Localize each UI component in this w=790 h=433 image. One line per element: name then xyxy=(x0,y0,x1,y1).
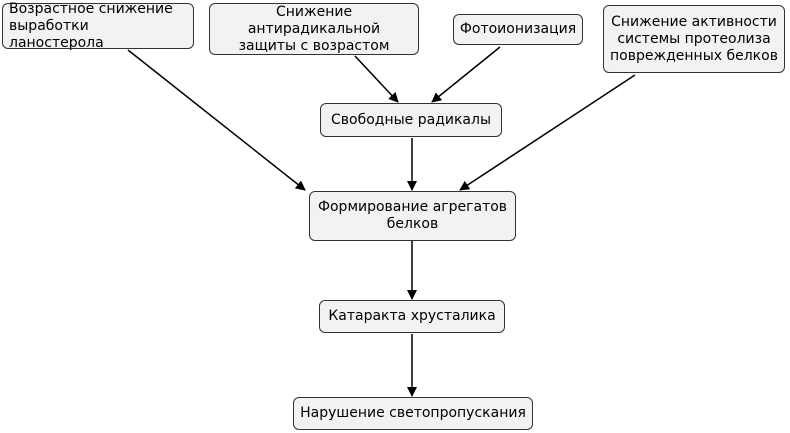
arrow-antiradical-to-free-radicals xyxy=(354,55,399,103)
node-proteolysis: Снижение активности системы протеолиза п… xyxy=(603,5,785,73)
node-photoionization: Фотоионизация xyxy=(453,14,583,45)
arrow-lanosterol-to-aggregates xyxy=(127,49,306,191)
node-light-transmission: Нарушение светопропускания xyxy=(293,397,533,430)
node-cataract: Катаракта хрусталика xyxy=(319,300,505,333)
node-antiradical: Снижение антирадикальной защиты с возрас… xyxy=(209,3,419,55)
node-lanosterol: Возрастное снижение выработки ланостерол… xyxy=(2,1,194,51)
arrow-photoionization-to-free-radicals xyxy=(431,46,501,103)
node-free-radicals: Свободные радикалы xyxy=(320,103,502,137)
node-aggregates: Формирование агрегатов белков xyxy=(309,191,516,241)
arrow-proteolysis-to-aggregates xyxy=(459,74,636,191)
